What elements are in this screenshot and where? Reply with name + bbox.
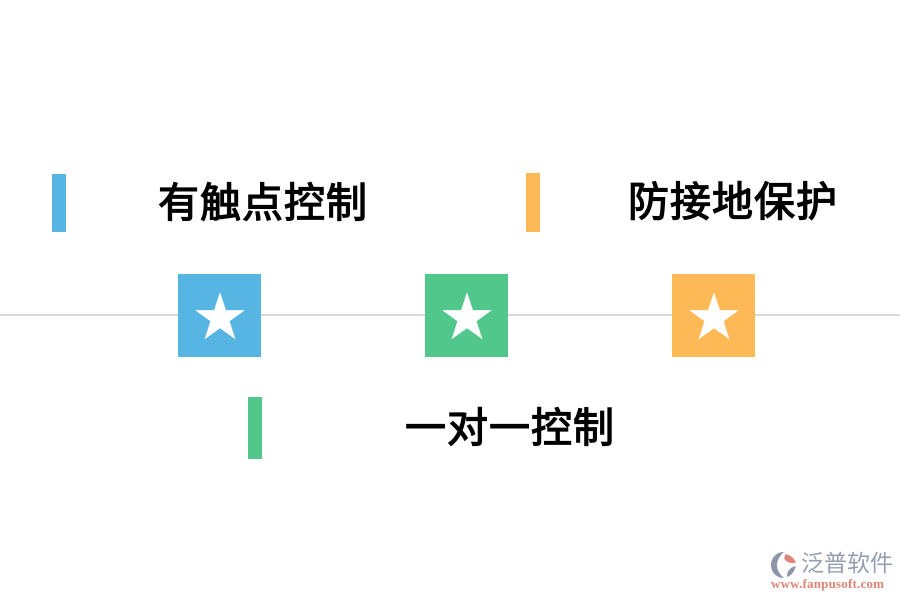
star-node-orange [672, 274, 755, 357]
label-grounding-protection: 防接地保护 [526, 173, 838, 232]
label-one-to-one-control: 一对一控制 [248, 397, 615, 459]
label-one-to-one-control-text: 一对一控制 [405, 404, 615, 451]
accent-bar-green [248, 397, 262, 459]
accent-bar-orange [526, 173, 540, 232]
brand-watermark: 泛普软件 www.fanpusoft.com [769, 549, 895, 593]
star-node-blue [178, 274, 261, 357]
brand-url: www.fanpusoft.com [771, 576, 885, 591]
label-grounding-protection-text: 防接地保护 [628, 179, 838, 225]
star-icon [441, 291, 492, 339]
star-icon [688, 291, 739, 339]
star-icon [194, 291, 245, 339]
label-contact-control: 有触点控制 [52, 174, 368, 232]
brand-name: 泛普软件 [801, 550, 893, 576]
star-node-green [425, 274, 508, 357]
fanpu-logo-icon [770, 551, 796, 579]
label-contact-control-text: 有触点控制 [158, 179, 368, 226]
accent-bar-blue [52, 174, 66, 232]
